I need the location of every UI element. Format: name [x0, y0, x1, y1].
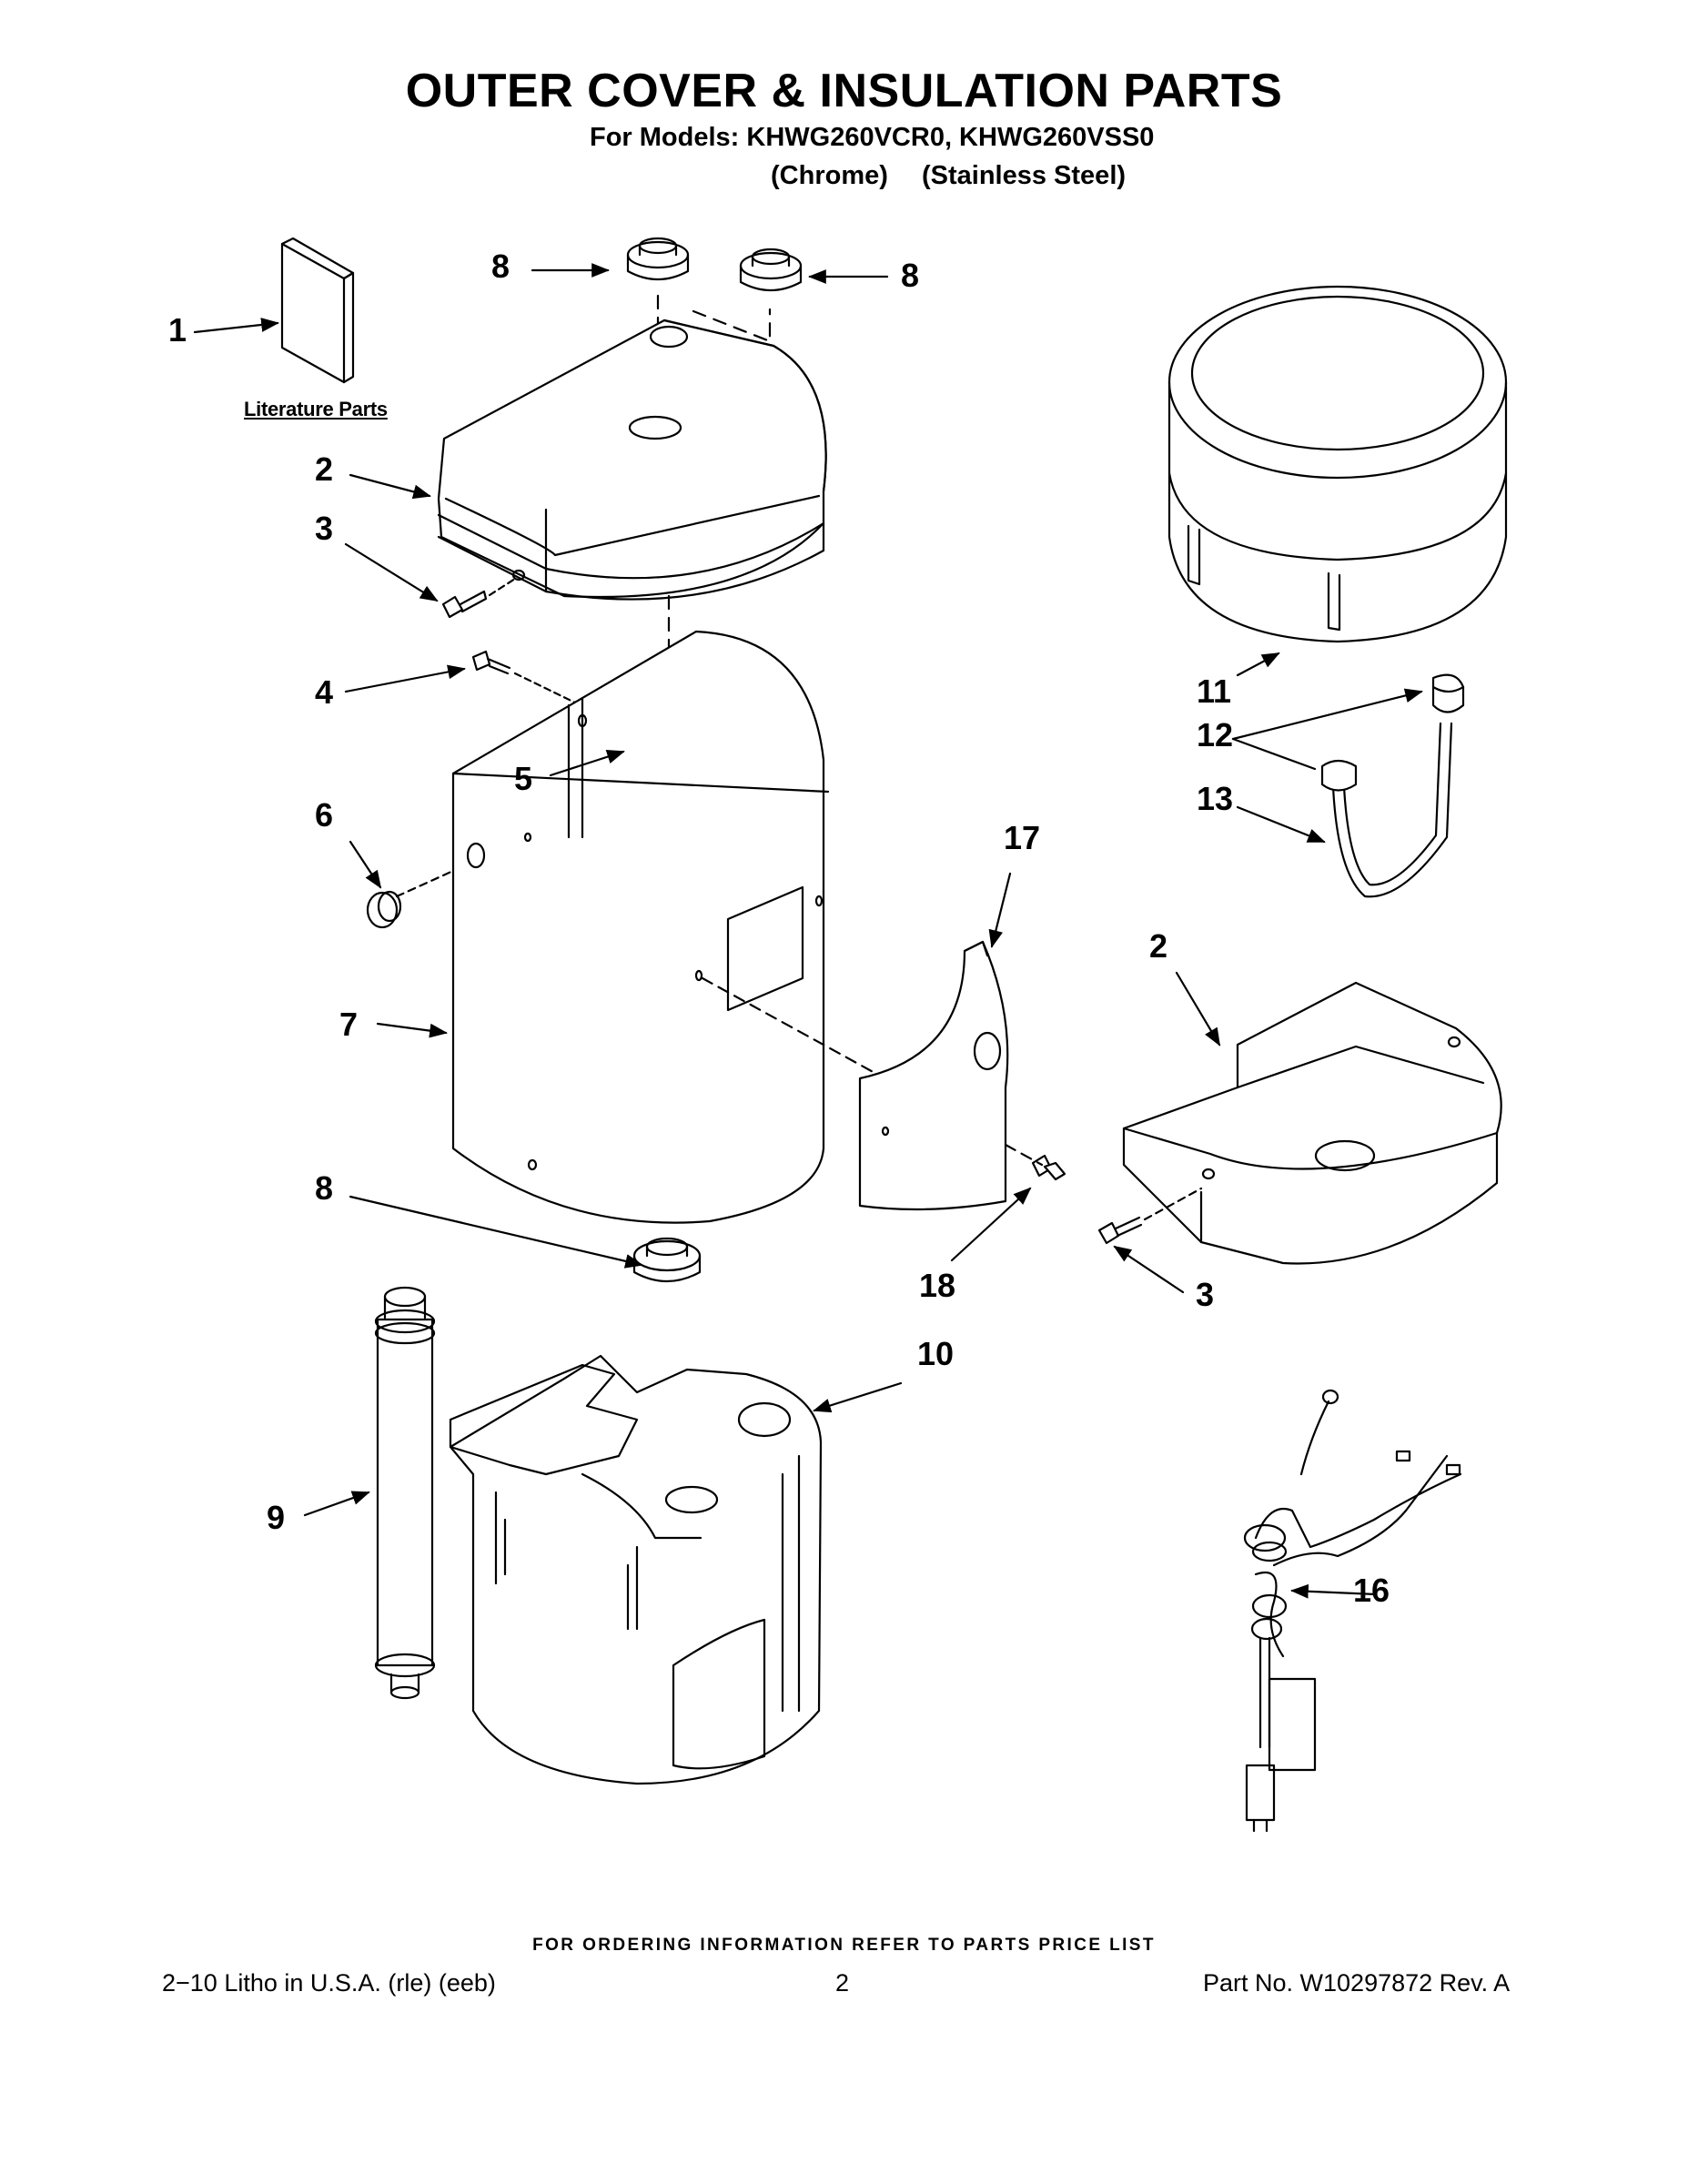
footer-litho: 2−10 Litho in U.S.A. (rle) (eeb): [162, 1969, 496, 1997]
page-title: OUTER COVER & INSULATION PARTS: [405, 65, 1283, 117]
callout-12: 12: [1197, 716, 1234, 753]
top-cover: [439, 320, 826, 600]
insulation-top: [1169, 287, 1506, 642]
models-line: For Models: KHWG260VCR0, KHWG260VSS0: [590, 123, 1155, 152]
callout-11: 11: [1197, 672, 1232, 710]
callout-9: 9: [267, 1499, 286, 1536]
screw-18: [1033, 1156, 1065, 1179]
callout-3-top-screw: 3: [315, 510, 334, 547]
grommet-top-left: [628, 238, 688, 279]
leader-lines: [195, 263, 1423, 1599]
grommet-top-right: [741, 249, 801, 290]
callout-1: 1: [168, 311, 187, 349]
bottom-cover: [1124, 983, 1501, 1263]
callout-4: 4: [315, 673, 334, 711]
callout-10: 10: [917, 1335, 955, 1372]
screw-bottom: [1099, 1188, 1201, 1243]
callout-18: 18: [919, 1267, 956, 1304]
footer-part-number: Part No. W10297872 Rev. A: [1203, 1969, 1511, 1997]
callout-16: 16: [1353, 1572, 1390, 1609]
literature-parts-label: Literature Parts: [244, 398, 388, 420]
callout-17: 17: [1004, 819, 1041, 856]
ordering-note: FOR ORDERING INFORMATION REFER TO PARTS …: [532, 1936, 1156, 1955]
callout-3-bottom-screw: 3: [1196, 1276, 1215, 1313]
heating-element: [376, 1288, 434, 1698]
literature-book: [282, 238, 353, 382]
callout-2-top-cover: 2: [315, 450, 334, 488]
footer-page-number: 2: [835, 1969, 850, 1997]
variant-stainless: (Stainless Steel): [922, 161, 1127, 190]
shield: [860, 942, 1007, 1209]
callout-7: 7: [339, 1006, 359, 1043]
screw-4: [473, 652, 582, 706]
callout-2-bottom-cover: 2: [1149, 927, 1168, 965]
wiring-harness: [1245, 1390, 1461, 1831]
screw-top: [443, 579, 515, 617]
callout-13: 13: [1197, 780, 1234, 817]
foam-base: [450, 1356, 821, 1784]
drain-tube: [1322, 675, 1463, 897]
callout-8-top-left: 8: [491, 248, 510, 285]
outer-cover: [453, 632, 1042, 1223]
callout-5: 5: [514, 760, 533, 797]
callout-6: 6: [315, 796, 334, 834]
callout-8-top-right: 8: [901, 257, 920, 294]
variant-chrome: (Chrome): [771, 161, 888, 190]
callout-8-bottom: 8: [315, 1169, 334, 1207]
grommet-bottom: [634, 1239, 700, 1281]
